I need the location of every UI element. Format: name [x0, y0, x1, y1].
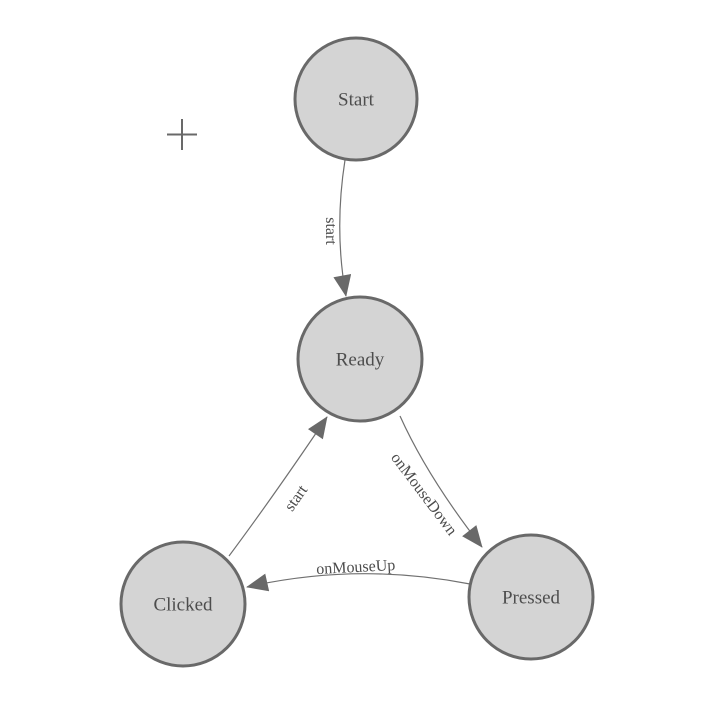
edge-label-onmousedown: onMouseDown	[387, 450, 460, 539]
edge-label-onmouseup: onMouseUp	[316, 557, 396, 578]
edge-ready-to-pressed[interactable]	[399, 415, 483, 548]
state-label-pressed: Pressed	[502, 587, 561, 608]
state-label-ready: Ready	[336, 349, 385, 370]
state-circle-ready[interactable]	[296, 295, 424, 423]
state-label-start: Start	[338, 89, 375, 110]
state-circle-pressed[interactable]	[467, 533, 595, 661]
edge-label-start-top: start	[322, 217, 339, 245]
edge-pressed-to-clicked[interactable]	[246, 573, 471, 592]
state-node-start[interactable]: Start	[293, 36, 419, 162]
state-circle-clicked[interactable]	[119, 540, 247, 668]
crosshair-icon	[167, 119, 197, 150]
state-node-ready[interactable]: Ready	[296, 295, 424, 423]
edge-clicked-to-ready[interactable]	[228, 416, 328, 557]
state-node-clicked[interactable]: Clicked	[119, 540, 247, 668]
state-node-pressed[interactable]: Pressed	[467, 533, 595, 661]
state-circle-start[interactable]	[293, 36, 419, 162]
state-label-clicked: Clicked	[153, 594, 213, 615]
edge-start-to-ready[interactable]	[333, 159, 352, 297]
edge-layer	[228, 159, 483, 592]
edge-label-start-left: start	[281, 482, 311, 515]
